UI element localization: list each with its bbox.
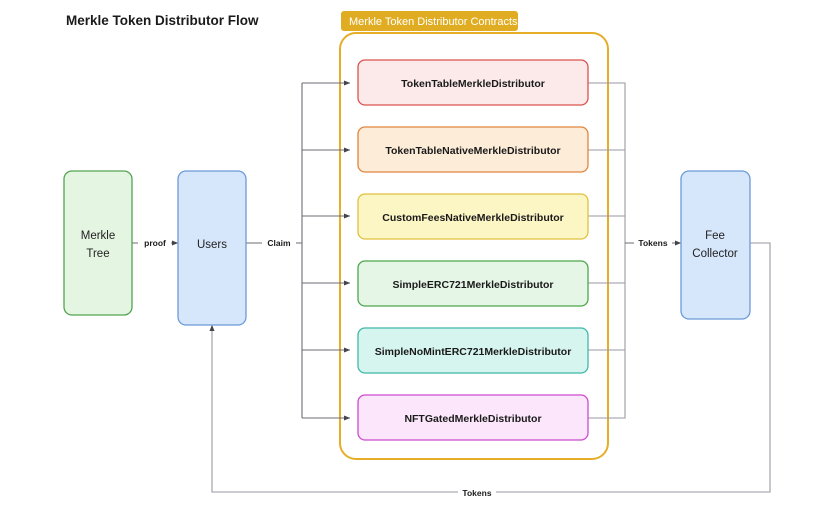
- contract-5-box[interactable]: [357, 327, 589, 374]
- fee-collector-box[interactable]: [680, 170, 751, 320]
- proof-label-bg: [138, 236, 171, 249]
- contract-3-label: CustomFeesNativeMerkleDistributor: [382, 212, 563, 224]
- contract-1-box[interactable]: [357, 59, 589, 106]
- node-fee-collector[interactable]: Fee Collector: [680, 170, 751, 320]
- node-merkle-tree[interactable]: Merkle Tree: [63, 170, 133, 316]
- contracts-group-badge-label: Merkle Token Distributor Contracts: [349, 16, 518, 28]
- merkle-tree-box[interactable]: [63, 170, 133, 316]
- tokens-out-label-bg: [634, 236, 672, 249]
- contracts-group-container: [339, 32, 609, 460]
- node-contract-3[interactable]: CustomFeesNativeMerkleDistributor: [357, 193, 589, 240]
- users-label: Users: [197, 239, 227, 251]
- users-box[interactable]: [177, 170, 247, 326]
- contract-3-box[interactable]: [357, 193, 589, 240]
- proof-edge-label: proof: [144, 238, 166, 248]
- contract-5-label: SimpleNoMintERC721MerkleDistributor: [375, 346, 572, 358]
- contracts-group-badge: [341, 11, 518, 31]
- fee-collector-label-line2: Collector: [692, 248, 738, 260]
- proof-edge-group: proof: [132, 236, 179, 249]
- fee-collector-label-line1: Fee: [705, 230, 725, 242]
- contract-2-box[interactable]: [357, 126, 589, 173]
- merkle-tree-label-line1: Merkle: [81, 230, 116, 242]
- tokens-return-path: [209, 242, 771, 493]
- tokens-return-edge-label: Tokens: [462, 488, 491, 498]
- claim-edge-group: Claim: [245, 80, 351, 421]
- contract-4-label: SimpleERC721MerkleDistributor: [392, 279, 553, 291]
- contract-1-label: TokenTableMerkleDistributor: [401, 78, 545, 90]
- node-contract-1[interactable]: TokenTableMerkleDistributor: [357, 59, 589, 106]
- claim-label-bg: [262, 236, 296, 249]
- tokens-out-edge-label: Tokens: [638, 238, 667, 248]
- contract-6-label: NFTGatedMerkleDistributor: [404, 413, 541, 425]
- contract-6-box[interactable]: [357, 394, 589, 441]
- node-users[interactable]: Users: [177, 170, 247, 326]
- tokens-return-label-bg: [458, 486, 496, 499]
- tokens-bus-outer: [588, 82, 626, 419]
- contract-4-box[interactable]: [357, 260, 589, 307]
- tokens-out-edge-group: Tokens: [588, 82, 682, 419]
- page-title: Merkle Token Distributor Flow: [66, 13, 259, 28]
- merkle-tree-label-line2: Tree: [86, 248, 109, 260]
- tokens-return-edge-group: Tokens: [209, 242, 771, 499]
- node-contract-6[interactable]: NFTGatedMerkleDistributor: [357, 394, 589, 441]
- node-contract-2[interactable]: TokenTableNativeMerkleDistributor: [357, 126, 589, 173]
- contract-2-label: TokenTableNativeMerkleDistributor: [385, 145, 560, 157]
- node-contract-4[interactable]: SimpleERC721MerkleDistributor: [357, 260, 589, 307]
- claim-edge-label: Claim: [267, 238, 291, 248]
- node-contract-5[interactable]: SimpleNoMintERC721MerkleDistributor: [357, 327, 589, 374]
